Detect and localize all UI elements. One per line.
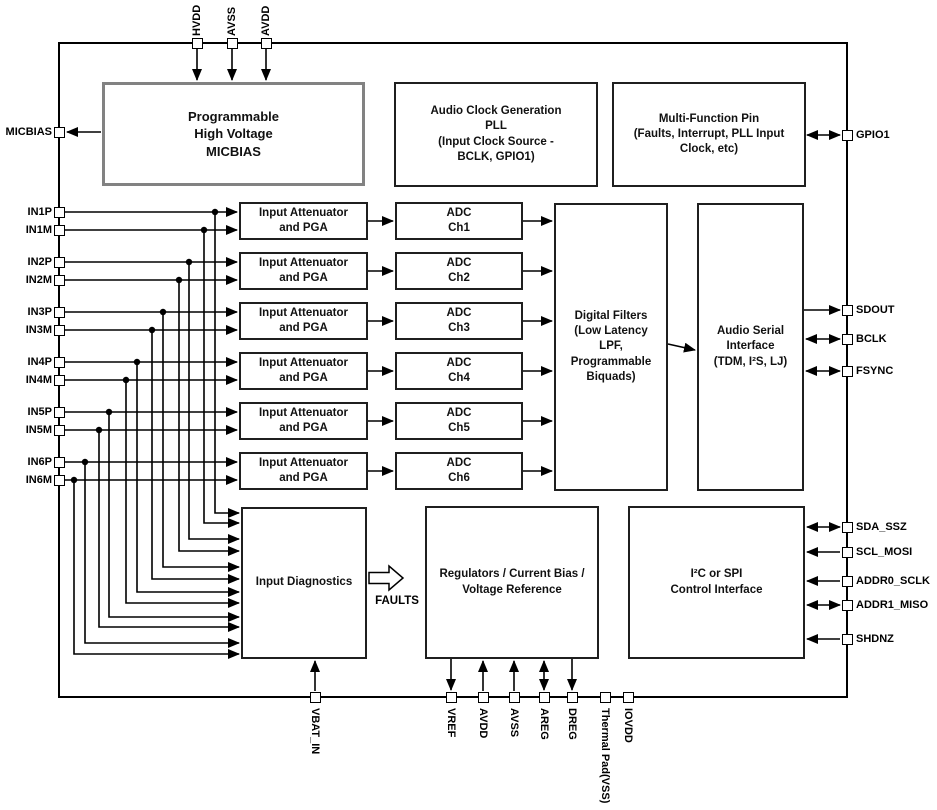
pin-label-in5p: IN5P <box>27 406 52 418</box>
pin-vbat-in <box>309 691 321 703</box>
pin-label-avdd-bottom: AVDD <box>477 708 489 739</box>
block-attenuator-3: Input Attenuator and PGA <box>239 302 368 340</box>
pin-label-thermal-pad: Thermal Pad(VSS) <box>599 708 611 804</box>
pin-iovdd <box>622 691 634 703</box>
pin-avss-bottom <box>508 691 520 703</box>
pin-label-hvdd: HVDD <box>191 4 203 36</box>
pin-in5m <box>53 424 65 436</box>
pin-in6m <box>53 474 65 486</box>
pin-shdnz <box>841 633 853 645</box>
pin-label-fsync: FSYNC <box>856 365 894 377</box>
block-multi-function: Multi-Function Pin (Faults, Interrupt, P… <box>612 82 806 187</box>
pin-micbias <box>53 126 65 138</box>
pin-label-sdout: SDOUT <box>856 304 895 316</box>
pin-addr1-miso <box>841 599 853 611</box>
pin-label-in1m: IN1M <box>25 224 52 236</box>
pin-label-micbias: MICBIAS <box>5 126 52 138</box>
pin-in3m <box>53 324 65 336</box>
block-input-diagnostics: Input Diagnostics <box>241 507 367 659</box>
pin-in4p <box>53 356 65 368</box>
pin-label-in6m: IN6M <box>25 474 52 486</box>
pin-label-vref: VREF <box>445 708 457 738</box>
pin-bclk <box>841 333 853 345</box>
pin-label-vbat-in: VBAT_IN <box>309 708 321 755</box>
pin-label-addr1-miso: ADDR1_MISO <box>856 599 929 611</box>
pin-in6p <box>53 456 65 468</box>
junction-dots <box>70 208 219 484</box>
pin-label-sda-ssz: SDA_SSZ <box>856 521 907 533</box>
pin-avdd-bottom <box>477 691 489 703</box>
pin-label-in6p: IN6P <box>27 456 52 468</box>
block-audio-serial-interface: Audio Serial Interface (TDM, I²S, LJ) <box>697 203 804 491</box>
block-attenuator-1: Input Attenuator and PGA <box>239 202 368 240</box>
pin-hvdd <box>191 37 203 49</box>
block-adc-ch5: ADC Ch5 <box>395 402 523 440</box>
block-attenuator-4: Input Attenuator and PGA <box>239 352 368 390</box>
pin-avdd-top <box>260 37 272 49</box>
pin-label-areg: AREG <box>538 708 550 740</box>
block-adc-ch1: ADC Ch1 <box>395 202 523 240</box>
pin-in5p <box>53 406 65 418</box>
pin-in2p <box>53 256 65 268</box>
pin-sdout <box>841 304 853 316</box>
pin-label-shdnz: SHDNZ <box>856 633 894 645</box>
block-adc-ch6: ADC Ch6 <box>395 452 523 490</box>
pin-label-gpio1: GPIO1 <box>856 129 890 141</box>
block-pll: Audio Clock Generation PLL (Input Clock … <box>394 82 598 187</box>
pin-sda-ssz <box>841 521 853 533</box>
block-attenuator-6: Input Attenuator and PGA <box>239 452 368 490</box>
pin-label-in4p: IN4P <box>27 356 52 368</box>
block-attenuator-5: Input Attenuator and PGA <box>239 402 368 440</box>
pin-thermal-pad <box>599 691 611 703</box>
faults-label: FAULTS <box>375 595 419 607</box>
pin-addr0-sclk <box>841 575 853 587</box>
block-adc-ch4: ADC Ch4 <box>395 352 523 390</box>
pin-label-dreg: DREG <box>566 708 578 740</box>
pin-label-addr0-sclk: ADDR0_SCLK <box>856 575 930 587</box>
pin-areg <box>538 691 550 703</box>
block-control-interface: I²C or SPI Control Interface <box>628 506 805 659</box>
pin-label-in3p: IN3P <box>27 306 52 318</box>
pin-label-in1p: IN1P <box>27 206 52 218</box>
pin-label-avss-bottom: AVSS <box>508 708 520 738</box>
block-attenuator-2: Input Attenuator and PGA <box>239 252 368 290</box>
pin-label-in3m: IN3M <box>25 324 52 336</box>
block-regulators: Regulators / Current Bias / Voltage Refe… <box>425 506 599 659</box>
pin-in4m <box>53 374 65 386</box>
pin-avss-top <box>226 37 238 49</box>
block-digital-filters: Digital Filters (Low Latency LPF, Progra… <box>554 203 668 491</box>
pin-label-iovdd: IOVDD <box>622 708 634 743</box>
pin-vref <box>445 691 457 703</box>
pin-in3p <box>53 306 65 318</box>
pin-gpio1 <box>841 129 853 141</box>
pin-dreg <box>566 691 578 703</box>
block-adc-ch3: ADC Ch3 <box>395 302 523 340</box>
pin-label-avss-top: AVSS <box>226 6 238 36</box>
faults-arrow-icon <box>368 564 405 592</box>
pin-label-in4m: IN4M <box>25 374 52 386</box>
pin-label-scl-mosi: SCL_MOSI <box>856 546 913 558</box>
pin-in1p <box>53 206 65 218</box>
pin-label-bclk: BCLK <box>856 333 887 345</box>
pin-in2m <box>53 274 65 286</box>
pin-label-in2p: IN2P <box>27 256 52 268</box>
pin-label-in2m: IN2M <box>25 274 52 286</box>
pin-fsync <box>841 365 853 377</box>
block-adc-ch2: ADC Ch2 <box>395 252 523 290</box>
pin-label-avdd-top: AVDD <box>260 5 272 36</box>
pin-scl-mosi <box>841 546 853 558</box>
pin-label-in5m: IN5M <box>25 424 52 436</box>
block-micbias: Programmable High Voltage MICBIAS <box>102 82 365 186</box>
pin-in1m <box>53 224 65 236</box>
